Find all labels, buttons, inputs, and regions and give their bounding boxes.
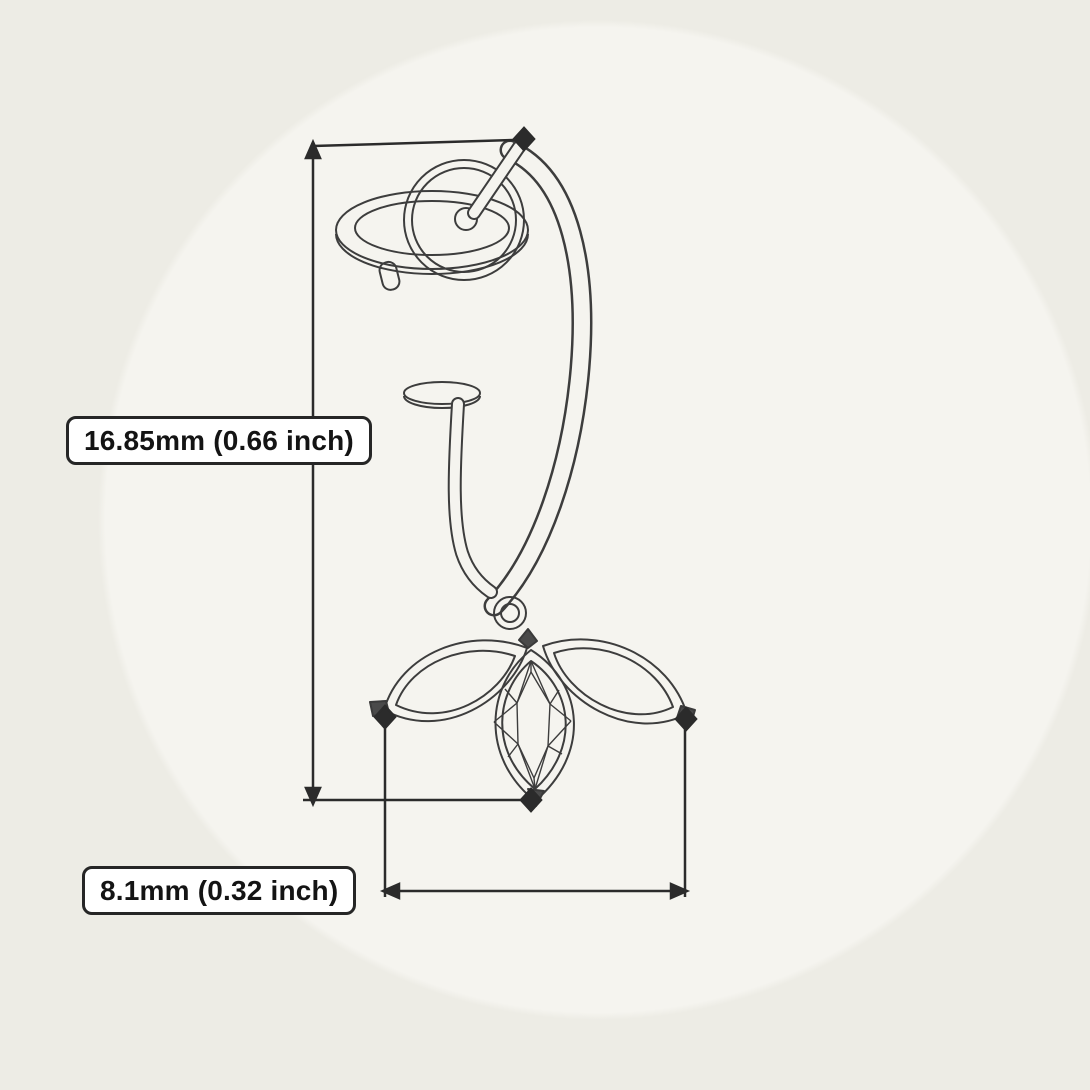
gem-facets bbox=[493, 660, 572, 790]
stud-disc bbox=[403, 159, 525, 281]
clasp-band bbox=[335, 190, 529, 291]
arrow-left-icon bbox=[379, 882, 401, 900]
earring-outline bbox=[335, 139, 696, 807]
dimension-lines bbox=[303, 126, 698, 900]
width-dimension-label: 8.1mm (0.32 inch) bbox=[82, 866, 357, 915]
hook-wire bbox=[483, 139, 593, 617]
arrow-up-icon bbox=[304, 138, 322, 160]
connector-ring bbox=[493, 596, 527, 630]
flatback-pin bbox=[403, 381, 498, 599]
dimension-diamond-marker bbox=[674, 706, 698, 732]
clasp-tab bbox=[378, 260, 401, 291]
dimension-diamond-marker bbox=[512, 126, 536, 152]
dimension-diamond-marker bbox=[373, 704, 397, 730]
arrow-right-icon bbox=[669, 882, 691, 900]
dimension-diamond-marker bbox=[519, 787, 543, 813]
arrow-down-icon bbox=[304, 786, 322, 808]
stud-post bbox=[467, 140, 526, 220]
height-dimension-label: 16.85mm (0.66 inch) bbox=[66, 416, 372, 465]
center-gem bbox=[493, 649, 575, 802]
width-dimension bbox=[373, 704, 698, 900]
prongs bbox=[369, 628, 696, 807]
height-dimension bbox=[303, 126, 543, 813]
